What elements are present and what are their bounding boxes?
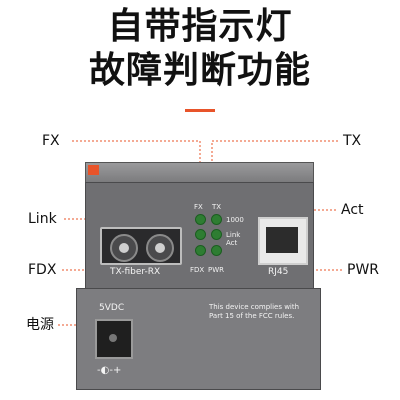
sc-fiber-port [100,227,182,265]
led-label-link: Link [226,231,241,239]
headline-line-1: 自带指示灯 [107,6,293,47]
callout-act: Act [341,202,364,218]
led-fdx [195,245,206,256]
fcc-notice-line-1: This device complies with [209,303,300,311]
led-act [211,229,222,240]
polarity-symbol: -◐-+ [97,365,122,376]
fiber-port-label: TX-fiber-RX [110,267,161,277]
fiber-tx-socket [110,234,138,262]
callout-fx: FX [42,133,60,149]
led-link [195,229,206,240]
led-tx [211,214,222,225]
callout-fdx: FDX [28,262,57,278]
media-converter-device: TX-fiber-RX FX TX 1000 Link Act FDX PWR … [71,162,326,390]
callout-tx: TX [343,133,362,149]
device-rear-panel: 5VDC -◐-+ This device complies with Part… [76,288,321,390]
led-label-act: Act [226,239,238,247]
led-label-fx: FX [194,203,203,211]
rj45-socket [266,227,298,253]
rj45-port [258,217,308,265]
dc-voltage-label: 5VDC [99,303,125,313]
rj45-label: RJ45 [268,267,289,277]
brand-logo [88,165,99,175]
device-front-panel: TX-fiber-RX FX TX 1000 Link Act FDX PWR … [85,182,314,289]
led-label-1000: 1000 [226,216,244,224]
dc-power-jack [95,319,133,359]
led-label-tx: TX [212,203,222,211]
callout-link: Link [28,211,57,227]
callout-pwr: PWR [347,262,380,278]
fcc-notice-line-2: Part 15 of the FCC rules. [209,312,295,320]
led-pwr [211,245,222,256]
accent-divider [185,109,215,112]
led-label-fdx: FDX [190,266,205,274]
fiber-rx-socket [146,234,174,262]
callout-power: 电源 [26,317,54,333]
led-label-pwr: PWR [208,266,225,274]
device-top-cover [85,162,314,183]
led-fx [195,214,206,225]
headline-line-2: 故障判断功能 [88,50,311,91]
